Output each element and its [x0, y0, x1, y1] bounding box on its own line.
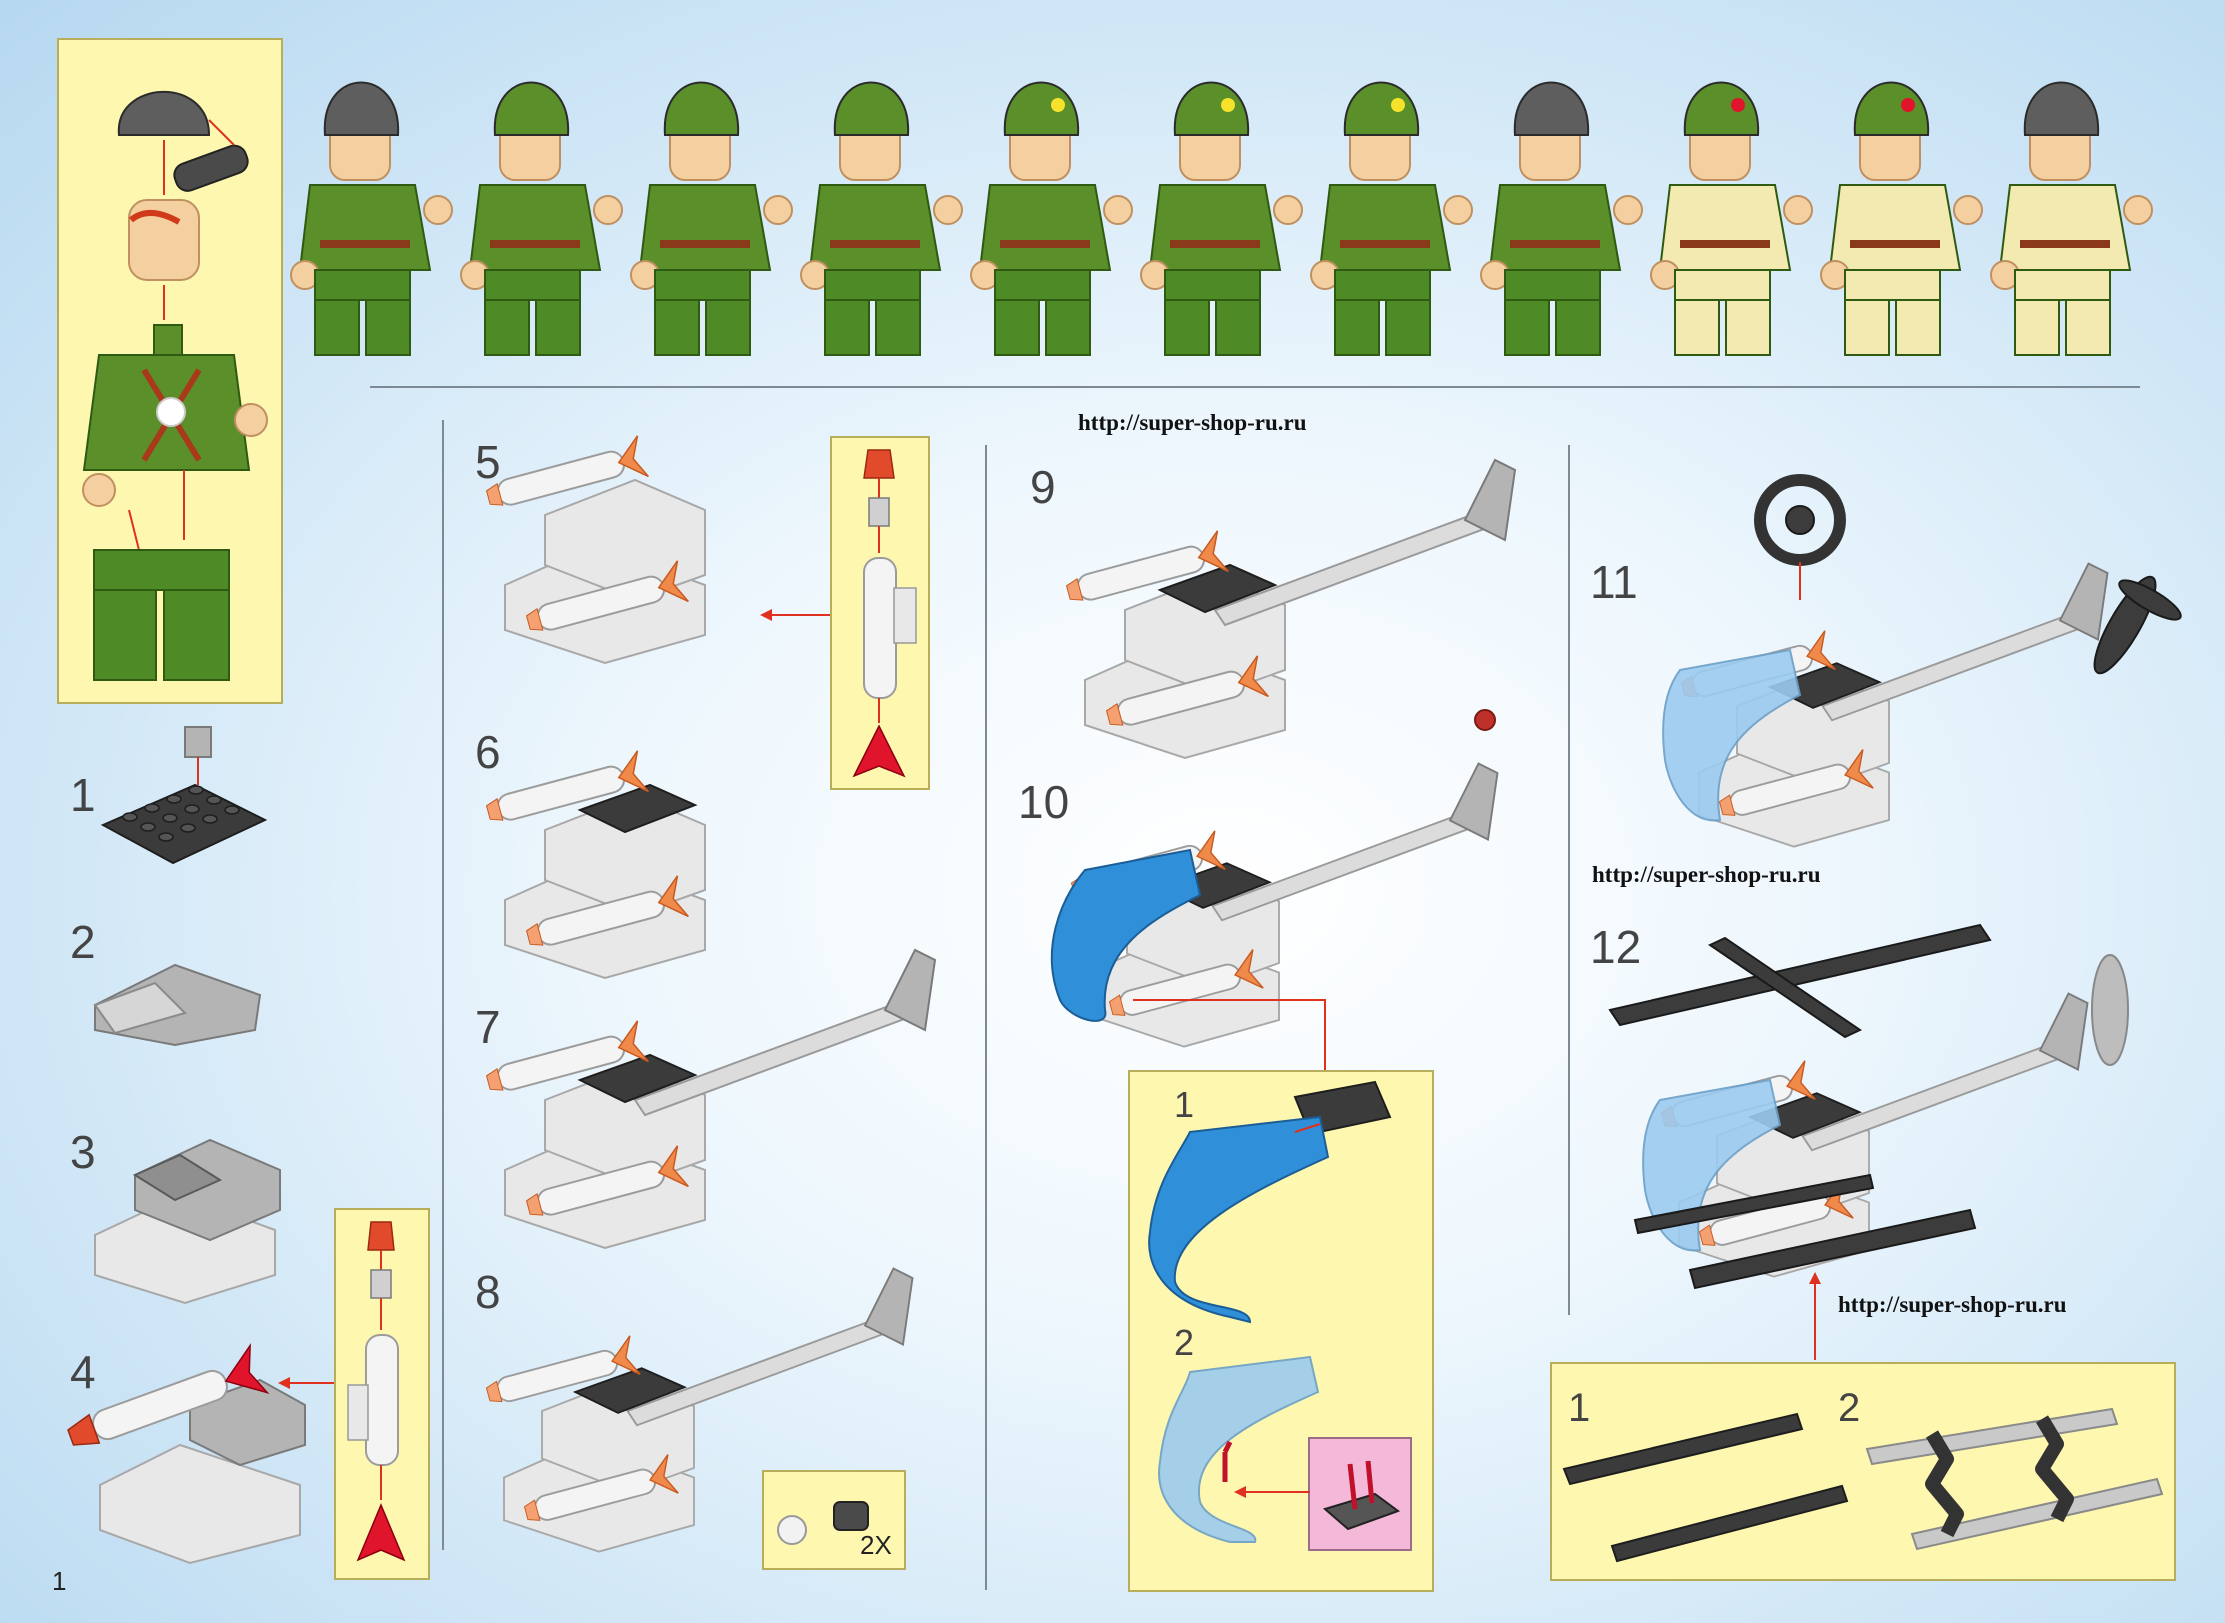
canopy-subassembly-panel: 1 2 [1128, 1070, 1434, 1592]
column-divider-1 [442, 420, 444, 1550]
step-number-8: 8 [475, 1266, 501, 1318]
step-12-illustration [1608, 923, 2129, 1290]
minifigure [1310, 81, 1473, 356]
skids-substep-2: 2 [1838, 1386, 1861, 1430]
minifigure [1820, 81, 1983, 356]
step-5-missile-panel [830, 436, 930, 790]
missile-exploded-illustration-5 [852, 449, 917, 778]
skids-subassembly-panel: 1 2 [1550, 1362, 2176, 1581]
step-4-illustration [67, 1343, 335, 1565]
step-6-illustration [485, 750, 706, 980]
minifigure [460, 81, 623, 356]
step-number-2: 2 [70, 916, 96, 968]
column-divider-2 [985, 445, 987, 1590]
step-5-illustration [485, 435, 706, 665]
step-8-parts-illustration [777, 1501, 869, 1545]
step-number-7: 7 [475, 1001, 501, 1053]
skids-substep-1: 1 [1568, 1386, 1591, 1430]
step-1-illustration [100, 726, 268, 865]
step-9-illustration [1065, 458, 1517, 760]
column-divider-3 [1568, 445, 1570, 1315]
minifigure [1650, 81, 1813, 356]
minifigure-lineup [290, 50, 2153, 360]
step-number-9: 9 [1030, 461, 1056, 513]
step-8-illustration [485, 1267, 914, 1553]
missile-exploded-illustration [347, 1221, 406, 1562]
minifigure [630, 81, 793, 356]
step-5-arrow [760, 609, 830, 621]
step-10-callout-line [1133, 999, 1326, 1070]
minifigure-row-illustration [290, 81, 2153, 356]
minifigure [970, 81, 1133, 356]
canopy-substep-2: 2 [1174, 1322, 1195, 1363]
watermark-url-bottom: http://super-shop-ru.ru [1838, 1292, 2067, 1317]
canopy-substep-1: 1 [1174, 1084, 1195, 1125]
step-2-illustration [93, 963, 262, 1047]
step-number-1: 1 [70, 769, 96, 821]
step-8-parts-panel: 2X [762, 1470, 906, 1570]
step-number-6: 6 [475, 726, 501, 778]
step-11-illustration [1662, 474, 2182, 848]
page-number: 1 [52, 1566, 67, 1596]
skids-subassembly-illustration [1562, 1407, 2164, 1563]
step-number-5: 5 [475, 436, 501, 488]
minifigure [1480, 81, 1643, 356]
step-4-missile-panel [334, 1208, 430, 1580]
minifig-assembly-panel [57, 38, 283, 704]
top-divider [370, 386, 2140, 388]
step-number-11: 11 [1590, 556, 1638, 608]
step-12-arrow [1809, 1272, 1821, 1360]
step-7-illustration [485, 948, 937, 1250]
minifigure [1990, 81, 2153, 356]
canopy-subassembly-illustration [1148, 1080, 1392, 1543]
step-number-4: 4 [70, 1346, 96, 1398]
minifig-exploded-illustration [82, 90, 268, 681]
watermark-url-middle: http://super-shop-ru.ru [1592, 862, 1821, 887]
minifigure [800, 81, 963, 356]
minifigure [1140, 81, 1303, 356]
lever-detail-panel [1308, 1437, 1412, 1551]
lever-detail-illustration [1322, 1460, 1401, 1531]
step-number-12: 12 [1590, 921, 1642, 973]
lever-arrow [1234, 1486, 1310, 1498]
watermark-url-top: http://super-shop-ru.ru [1078, 410, 1307, 435]
step-number-3: 3 [70, 1126, 96, 1178]
step-10-illustration [1050, 709, 1499, 1048]
step-3-illustration [94, 1138, 281, 1305]
minifigure [290, 81, 453, 356]
step-number-10: 10 [1018, 776, 1070, 828]
quantity-label: 2X [860, 1530, 892, 1560]
